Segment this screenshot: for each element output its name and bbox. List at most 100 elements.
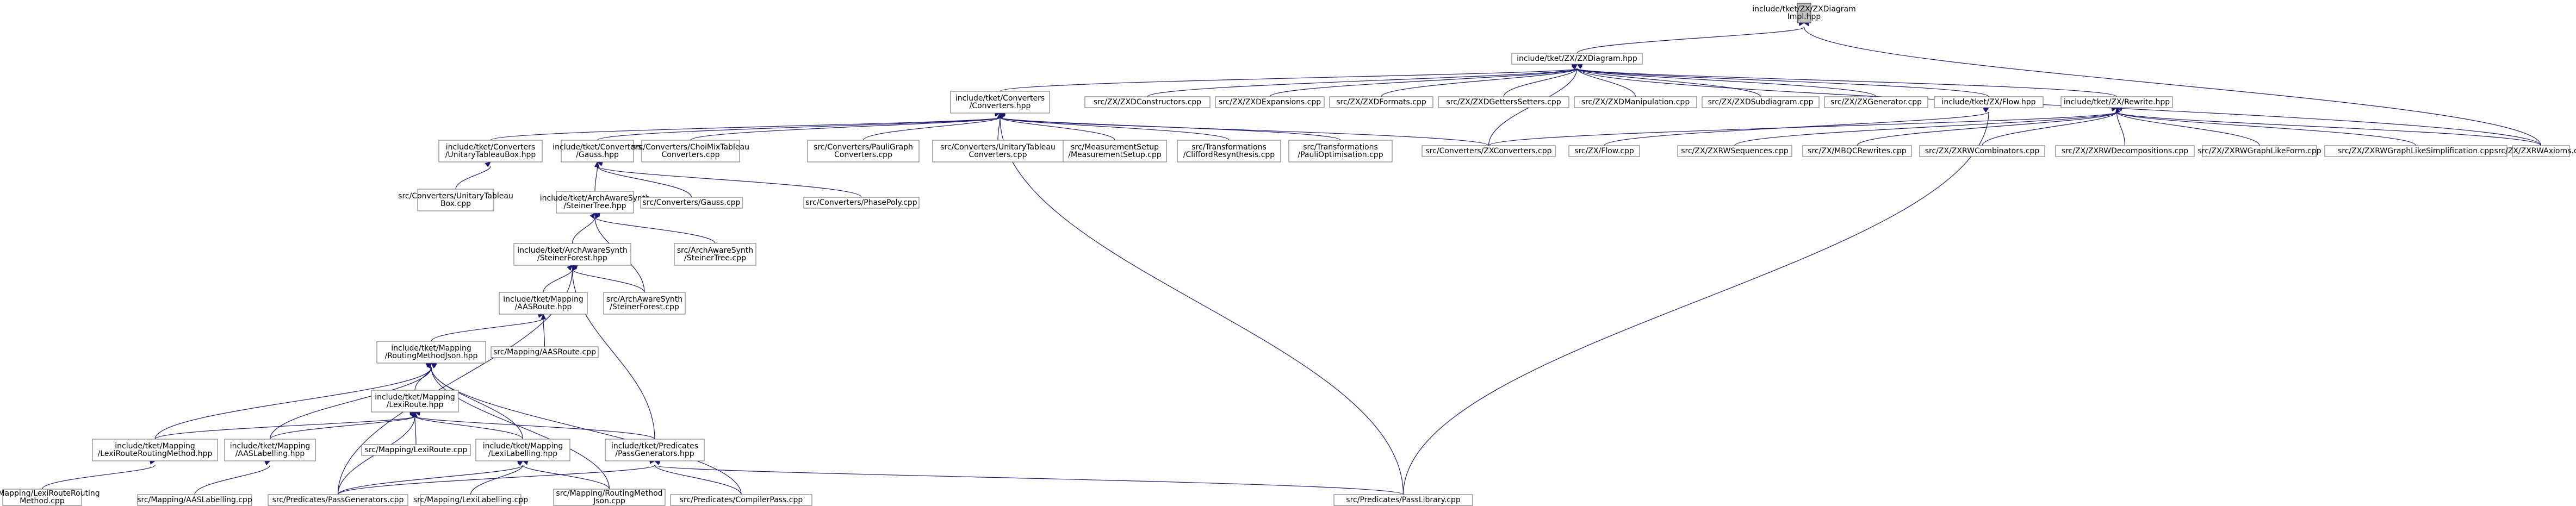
node-aaslab[interactable]: include/tket/Mapping/AASLabelling.hpp: [224, 439, 316, 461]
node-box: [1574, 96, 1697, 108]
node-measure[interactable]: src/MeasurementSetup/MeasurementSetup.cp…: [1063, 140, 1167, 163]
node-steinerforest[interactable]: include/tket/ArchAwareSynth/SteinerFores…: [513, 243, 631, 266]
edge-zxd-to-c1: [1147, 61, 1578, 97]
node-c7[interactable]: src/ZX/ZXGenerator.cpp: [1824, 96, 1928, 108]
node-clifford[interactable]: src/Transformations/CliffordResynthesis.…: [1177, 140, 1281, 163]
node-label: /AASLabelling.hpp: [235, 449, 305, 458]
node-lrrmhpp[interactable]: include/tket/Mapping/LexiRouteRoutingMet…: [92, 439, 218, 461]
edge-flowhpp-to-passlib: [1402, 107, 1990, 495]
node-label: Impl.hpp: [1787, 13, 1821, 21]
node-box: [603, 292, 686, 315]
node-c5[interactable]: src/ZX/ZXDManipulation.cpp: [1574, 96, 1697, 108]
edge-flowhpp-to-flowcpp: [1604, 105, 1990, 146]
node-rwdecomp[interactable]: src/ZX/ZXRWDecompositions.cpp: [2055, 145, 2195, 157]
node-conv[interactable]: include/tket/Converters/Converters.hpp: [950, 91, 1050, 114]
node-lexiroutecpp[interactable]: src/Mapping/LexiRoute.cpp: [361, 444, 471, 456]
node-label: src/Mapping/RoutingMethod: [556, 489, 662, 498]
node-phasepoly[interactable]: src/Converters/PhasePoly.cpp: [803, 197, 920, 209]
node-aasroutecpp[interactable]: src/Mapping/AASRoute.cpp: [491, 346, 599, 358]
node-label: src/Transformations: [1303, 143, 1377, 152]
edge-aasroute-to-aasroutecpp: [541, 313, 547, 347]
edge-rmjson-to-rmjsoncpp: [430, 363, 610, 490]
node-lexilabcpp[interactable]: src/Mapping/LexiLabelling.cpp: [413, 494, 528, 506]
node-pauliopt[interactable]: src/Transformations/PauliOptimisation.cp…: [1288, 140, 1393, 163]
node-passlib[interactable]: src/Predicates/PassLibrary.cpp: [1333, 494, 1473, 506]
node-label: src/ZX/ZXGenerator.cpp: [1830, 98, 1922, 107]
node-aaslabcpp[interactable]: src/Mapping/AASLabelling.cpp: [137, 494, 252, 506]
node-steinertree[interactable]: include/tket/ArchAwareSynth/SteinerTree.…: [540, 191, 650, 214]
node-lexilab[interactable]: include/tket/Mapping/LexiLabelling.hpp: [475, 439, 570, 461]
node-gausscpp[interactable]: src/Converters/Gauss.cpp: [640, 197, 743, 209]
node-label: /AASRoute.hpp: [515, 303, 572, 311]
node-label: /Gauss.hpp: [576, 151, 619, 159]
node-label: /RoutingMethodJson.hpp: [385, 352, 478, 360]
node-c2[interactable]: src/ZX/ZXDExpansions.cpp: [1215, 96, 1325, 108]
node-label: include/tket/ZX/Rewrite.hpp: [2064, 98, 2170, 107]
edge-lexilab-to-rmjsoncpp: [522, 460, 610, 490]
edge-lexiroute-to-lexilab: [414, 410, 524, 440]
node-rmjsoncpp[interactable]: src/Mapping/RoutingMethodJson.cpp: [553, 489, 666, 506]
node-steinerforestcpp[interactable]: src/ArchAwareSynth/SteinerForest.cpp: [603, 292, 686, 315]
node-label: include/tket/Mapping: [375, 393, 455, 402]
node-rewrite[interactable]: include/tket/ZX/Rewrite.hpp: [2060, 96, 2173, 108]
node-box: [2055, 145, 2195, 157]
node-gauss[interactable]: include/tket/Converters/Gauss.hpp: [553, 140, 642, 163]
node-utabconv[interactable]: src/Converters/UnitaryTableauConverters.…: [932, 140, 1064, 163]
edge-lexiroute-to-passgen: [414, 410, 655, 440]
node-utabbox[interactable]: src/Converters/UnitaryTableauBox.cpp: [398, 189, 513, 211]
edge-rewrite-to-graphlike: [2116, 106, 2260, 146]
node-flowcpp[interactable]: src/ZX/Flow.cpp: [1568, 145, 1640, 157]
node-graphsimp[interactable]: src/ZX/ZXRWGraphLikeSimplification.cpp: [2324, 145, 2507, 157]
node-box: [499, 292, 588, 315]
node-rwseq[interactable]: src/ZX/ZXRWSequences.cpp: [1677, 145, 1792, 157]
node-flowhpp[interactable]: include/tket/ZX/Flow.hpp: [1934, 96, 2044, 108]
node-compilerpass[interactable]: src/Predicates/CompilerPass.cpp: [670, 494, 812, 506]
node-label: src/ZX/ZXRWGraphLikeSimplification.cpp: [2338, 147, 2494, 155]
node-axioms[interactable]: src/ZX/ZXRWAxioms.cpp: [2494, 145, 2576, 157]
node-label: include/tket/Mapping: [483, 442, 563, 451]
edge-conv-to-utab: [490, 110, 1001, 141]
node-c1[interactable]: src/ZX/ZXDConstructors.cpp: [1084, 96, 1211, 108]
node-box: [1333, 494, 1473, 506]
edge-passgen-to-passlib: [654, 458, 1404, 495]
node-box: [491, 346, 599, 358]
node-utab[interactable]: include/tket/Converters/UnitaryTableauBo…: [438, 140, 543, 163]
node-box: [420, 494, 522, 506]
node-label: include/tket/Mapping: [503, 295, 583, 304]
node-label: Converters.cpp: [662, 151, 720, 159]
node-mbqc[interactable]: src/ZX/MBQCRewrites.cpp: [1802, 145, 1912, 157]
node-label: src/Mapping/AASRoute.cpp: [493, 348, 596, 357]
node-rmjson[interactable]: include/tket/Mapping/RoutingMethodJson.h…: [376, 341, 486, 364]
node-label: src/Mapping/LexiRouteRouting: [0, 489, 100, 498]
node-c4[interactable]: src/ZX/ZXDGettersSetters.cpp: [1438, 96, 1569, 108]
node-steinertreecpp[interactable]: src/ArchAwareSynth/SteinerTree.cpp: [674, 243, 756, 266]
node-graphlike[interactable]: src/ZX/ZXRWGraphLikeForm.cpp: [2198, 145, 2321, 157]
edge-gauss-to-steinertree: [594, 161, 600, 192]
node-box: [371, 390, 459, 413]
node-aasroute[interactable]: include/tket/Mapping/AASRoute.hpp: [499, 292, 588, 315]
node-lrrmcpp[interactable]: src/Mapping/LexiRouteRoutingMethod.cpp: [0, 489, 100, 506]
node-label: include/tket/Converters: [553, 143, 642, 152]
node-c3[interactable]: src/ZX/ZXDFormats.cpp: [1329, 96, 1433, 108]
node-box: [1824, 96, 1928, 108]
node-box: [1329, 96, 1433, 108]
node-box: [1177, 140, 1281, 163]
node-lexiroute[interactable]: include/tket/Mapping/LexiRoute.hpp: [371, 390, 459, 413]
node-box: [1568, 145, 1640, 157]
node-chofrom[interactable]: src/Converters/ChoiMixTableauConverters.…: [632, 140, 749, 163]
node-zxconv[interactable]: src/Converters/ZXConverters.cpp: [1422, 145, 1556, 157]
node-passgen[interactable]: include/tket/Predicates/PassGenerators.h…: [605, 439, 705, 461]
node-zxd[interactable]: include/tket/ZX/ZXDiagram.hpp: [1511, 53, 1643, 65]
node-rwcomb[interactable]: src/ZX/ZXRWCombinators.cpp: [1919, 145, 2045, 157]
edge-rewrite-to-zxconv: [1488, 105, 2118, 146]
edge-conv-to-pauligraph: [862, 111, 1001, 141]
node-label: /PassGenerators.hpp: [615, 449, 694, 458]
node-box: [417, 189, 494, 211]
node-label: src/ZX/ZXRWSequences.cpp: [1681, 147, 1789, 155]
node-c6[interactable]: src/ZX/ZXDSubdiagram.cpp: [1702, 96, 1820, 108]
node-passgencpp[interactable]: src/Predicates/PassGenerators.cpp: [268, 494, 408, 506]
node-box: [641, 140, 740, 163]
